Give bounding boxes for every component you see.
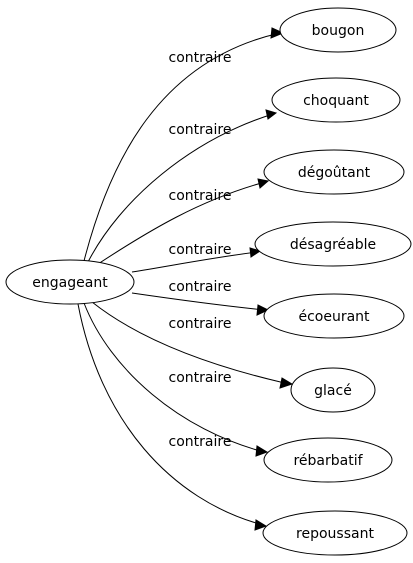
target-node-label: bougon xyxy=(312,23,365,39)
target-node-shape xyxy=(279,7,397,53)
edge-ecoeurant xyxy=(131,292,266,311)
arrowhead-degoutant xyxy=(257,178,270,189)
edges-layer: contraire contraire contraire contraire cont… xyxy=(77,27,294,531)
edge-rebarbatif xyxy=(83,302,265,453)
arrowhead-glace xyxy=(279,377,294,389)
target-node-shape xyxy=(262,510,408,556)
target-node-desagreable: désagréable xyxy=(254,221,412,267)
target-node-bougon: bougon xyxy=(279,7,397,53)
target-node-rebarbatif: rébarbatif xyxy=(263,437,393,483)
arrowhead-ecoeurant xyxy=(256,304,270,316)
target-node-choquant: choquant xyxy=(271,77,401,123)
target-node-label: dégoûtant xyxy=(298,165,371,181)
edge-bougon xyxy=(83,32,281,262)
edge-label-ecoeurant: contraire xyxy=(169,279,232,295)
target-node-shape xyxy=(254,221,412,267)
target-node-label: rébarbatif xyxy=(293,453,363,469)
source-node-shape xyxy=(5,259,135,305)
target-node-degoutant: dégoûtant xyxy=(263,149,405,195)
target-node-glace: glacé xyxy=(290,367,376,413)
target-node-shape xyxy=(271,77,401,123)
edge-degoutant xyxy=(97,181,266,265)
arrowhead-repoussant xyxy=(254,519,268,531)
target-node-shape xyxy=(263,293,405,339)
edge-label-rebarbatif: contraire xyxy=(169,370,232,386)
target-node-label: écoeurant xyxy=(298,309,370,325)
arrowhead-choquant xyxy=(265,109,278,120)
edge-label-glace: contraire xyxy=(169,316,232,332)
target-node-label: choquant xyxy=(303,93,369,109)
edge-label-choquant: contraire xyxy=(169,122,232,138)
edge-choquant xyxy=(87,113,274,263)
edge-label-degoutant: contraire xyxy=(169,188,232,204)
nodes-layer: engageant bougon choquant dégoûtant désagré… xyxy=(5,7,412,556)
target-node-label: désagréable xyxy=(290,237,376,253)
edge-repoussant xyxy=(77,303,264,526)
edge-glace xyxy=(91,301,290,385)
edge-desagreable xyxy=(131,251,258,273)
edge-label-bougon: contraire xyxy=(169,50,232,66)
target-node-shape xyxy=(290,367,376,413)
edge-label-desagreable: contraire xyxy=(169,242,232,258)
target-node-shape xyxy=(263,437,393,483)
target-node-ecoeurant: écoeurant xyxy=(263,293,405,339)
source-node: engageant xyxy=(5,259,135,305)
target-node-label: glacé xyxy=(314,383,352,399)
source-node-label: engageant xyxy=(32,275,108,291)
target-node-repoussant: repoussant xyxy=(262,510,408,556)
arrowhead-rebarbatif xyxy=(255,445,269,457)
arrowhead-bougon xyxy=(270,27,285,39)
target-node-shape xyxy=(263,149,405,195)
edge-label-repoussant: contraire xyxy=(169,434,232,450)
target-node-label: repoussant xyxy=(296,526,374,542)
